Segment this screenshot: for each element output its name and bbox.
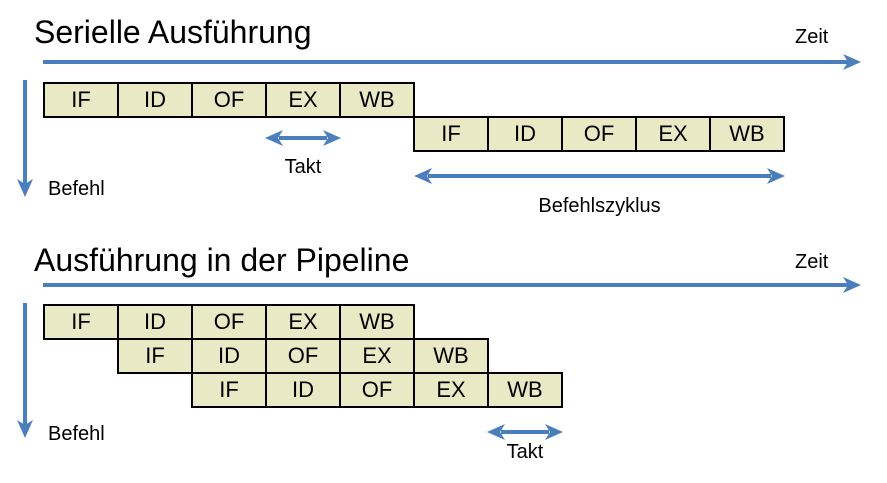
stage-cell: OF [191,82,267,118]
stage-cell: WB [487,372,563,408]
serial-cycle-span-arrow [414,168,785,184]
stage-cell: OF [339,372,415,408]
serial-clock-label: Takt [284,156,322,178]
stage-cell: IF [43,82,119,118]
stage-cell: WB [339,82,415,118]
pipeline-instruction-1-row: IF ID OF EX WB [43,304,415,340]
serial-instruction-1-row: IF ID OF EX WB [43,82,415,118]
pipeline-time-label: Zeit [795,251,829,273]
stage-cell: EX [265,304,341,340]
stage-cell: IF [191,372,267,408]
serial-instruction-2-row: IF ID OF EX WB [413,116,785,152]
stage-cell: ID [191,338,267,374]
serial-section-title: Serielle Ausführung [34,14,312,50]
serial-time-label: Zeit [795,26,829,48]
stage-cell: EX [413,372,489,408]
serial-instruction-arrow [17,80,33,197]
pipeline-instruction-2-row: IF ID OF EX WB [117,338,489,374]
serial-cycle-label: Befehlszyklus [538,195,661,217]
stage-cell: EX [635,116,711,152]
pipeline-section-title: Ausführung in der Pipeline [34,242,410,278]
pipeline-clock-span-arrow [487,424,563,440]
stage-cell: WB [413,338,489,374]
stage-cell: EX [339,338,415,374]
stage-cell: OF [191,304,267,340]
pipeline-instruction-arrow [17,303,33,438]
stage-cell: OF [265,338,341,374]
stage-cell: EX [265,82,341,118]
pipeline-clock-label: Takt [506,441,544,463]
stage-cell: WB [709,116,785,152]
stage-cell: ID [265,372,341,408]
stage-cell: ID [117,304,193,340]
serial-instruction-axis-label: Befehl [48,178,105,200]
stage-cell: IF [413,116,489,152]
pipeline-instruction-axis-label: Befehl [48,423,105,445]
pipeline-time-arrow [43,277,861,293]
pipeline-instruction-3-row: IF ID OF EX WB [191,372,563,408]
stage-cell: OF [561,116,637,152]
stage-cell: ID [117,82,193,118]
stage-cell: ID [487,116,563,152]
stage-cell: IF [43,304,119,340]
serial-clock-span-arrow [265,130,341,146]
stage-cell: IF [117,338,193,374]
stage-cell: WB [339,304,415,340]
serial-time-arrow [43,54,861,70]
